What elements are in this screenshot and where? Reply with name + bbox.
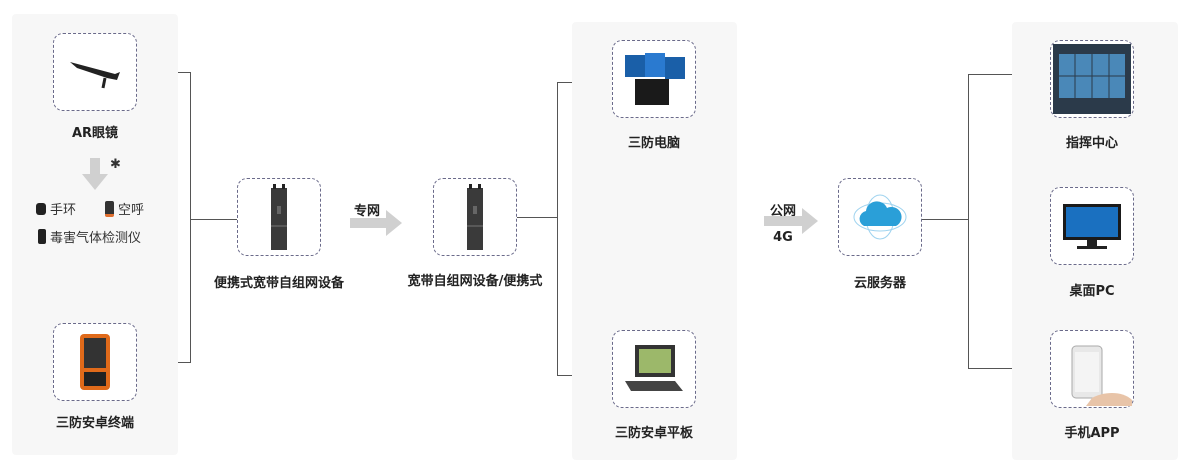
rugged-tablet-icon bbox=[625, 345, 683, 391]
wristband-icon bbox=[36, 202, 46, 215]
private-network-label: 专网 bbox=[353, 204, 381, 219]
ar-glasses-icon bbox=[70, 62, 120, 89]
ar-glasses-label: AR眼镜 bbox=[71, 126, 119, 141]
command-center-icon bbox=[1053, 44, 1131, 114]
right-arrow-icon bbox=[764, 208, 818, 234]
air-breathing-icon bbox=[105, 200, 114, 217]
gas-detector-item: 毒害气体检测仪 bbox=[38, 227, 141, 246]
connector-line bbox=[968, 74, 969, 369]
mobile-app-label: 手机APP bbox=[1064, 426, 1120, 441]
rugged-tablet-label: 三防安卓平板 bbox=[614, 426, 694, 441]
portable-device-label: 便携式宽带自组网设备 bbox=[213, 276, 345, 291]
rugged-pc-label: 三防电脑 bbox=[627, 136, 681, 151]
connector-line bbox=[968, 74, 1012, 75]
cloud-server-box bbox=[838, 178, 922, 256]
connector-line bbox=[557, 82, 558, 376]
portable-device-box bbox=[237, 178, 321, 256]
gas-detector-label: 毒害气体检测仪 bbox=[50, 231, 142, 246]
public-network-label: 公网 bbox=[769, 204, 797, 219]
rugged-terminal-box bbox=[53, 323, 137, 401]
connector-line bbox=[178, 362, 190, 363]
connector-line bbox=[190, 72, 191, 363]
rugged-terminal-icon bbox=[80, 334, 110, 390]
desktop-pc-label: 桌面PC bbox=[1069, 284, 1115, 299]
command-center-label: 指挥中心 bbox=[1065, 136, 1119, 151]
rugged-tablet-box bbox=[612, 330, 696, 408]
down-arrow-icon bbox=[82, 158, 108, 190]
broadband-device-icon bbox=[467, 184, 483, 250]
desktop-pc-icon bbox=[1063, 204, 1121, 249]
connector-line bbox=[922, 219, 968, 220]
connector-line bbox=[517, 217, 557, 218]
rugged-terminal-label: 三防安卓终端 bbox=[55, 416, 135, 431]
rugged-pc-box bbox=[612, 40, 696, 118]
broadband-device-label: 宽带自组网设备/便携式 bbox=[407, 274, 543, 289]
rugged-pc-icon bbox=[625, 53, 685, 105]
cloud-server-label: 云服务器 bbox=[853, 276, 907, 291]
connector-line bbox=[557, 82, 572, 83]
right-arrow-icon bbox=[350, 210, 402, 236]
cloud-icon bbox=[853, 194, 907, 240]
mobile-phone-icon bbox=[1071, 345, 1132, 406]
connector-line bbox=[557, 375, 572, 376]
connector-line bbox=[968, 368, 1012, 369]
connector-line bbox=[178, 72, 190, 73]
broadband-device-box bbox=[433, 178, 517, 256]
gas-detector-icon bbox=[38, 229, 46, 244]
command-center-box bbox=[1050, 40, 1134, 118]
ar-glasses-box bbox=[53, 33, 137, 111]
air-breathing-item: 空呼 bbox=[105, 199, 144, 218]
wristband-item: 手环 bbox=[36, 199, 76, 218]
mobile-app-box bbox=[1050, 330, 1134, 408]
4g-label: 4G bbox=[773, 230, 793, 245]
portable-device-icon bbox=[271, 184, 287, 250]
air-breathing-label: 空呼 bbox=[118, 203, 145, 218]
wristband-label: 手环 bbox=[50, 203, 77, 218]
bluetooth-icon: ✱ bbox=[110, 157, 121, 172]
desktop-pc-box bbox=[1050, 187, 1134, 265]
connector-line bbox=[190, 219, 237, 220]
